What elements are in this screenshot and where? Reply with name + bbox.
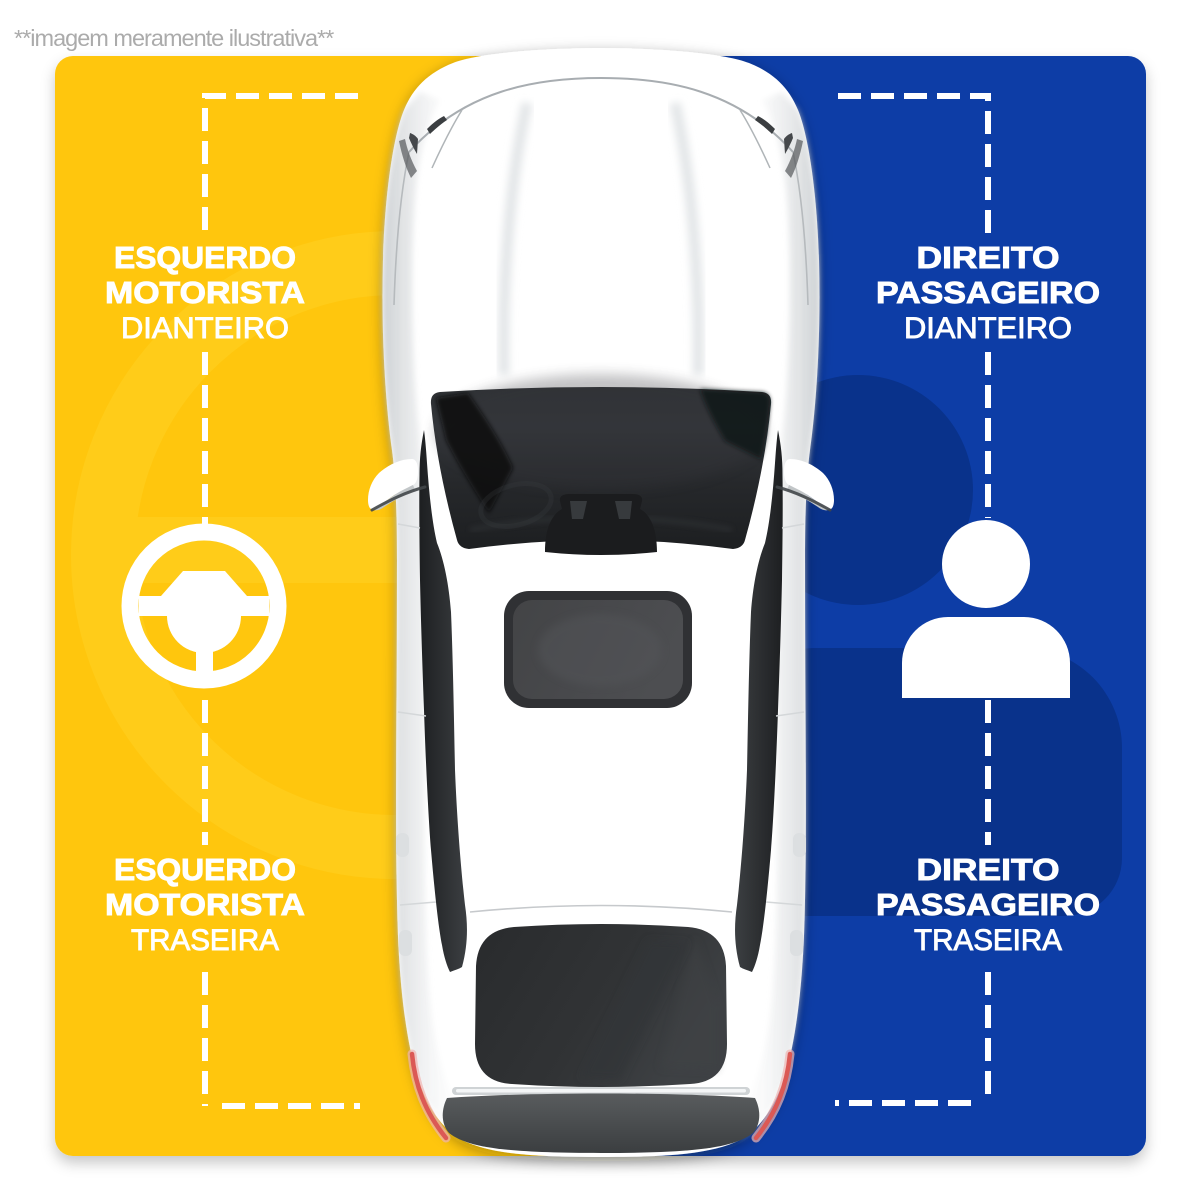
- svg-text:TRASEIRA: TRASEIRA: [131, 924, 279, 957]
- svg-text:PASSAGEIRO: PASSAGEIRO: [876, 275, 1100, 310]
- svg-text:DIREITO: DIREITO: [917, 852, 1060, 887]
- svg-text:**imagem meramente ilustrativa: **imagem meramente ilustrativa**: [14, 25, 334, 51]
- svg-text:DIREITO: DIREITO: [917, 240, 1060, 275]
- svg-text:ESQUERDO: ESQUERDO: [114, 852, 296, 887]
- svg-text:DIANTEIRO: DIANTEIRO: [904, 312, 1072, 345]
- svg-text:MOTORISTA: MOTORISTA: [105, 887, 305, 922]
- svg-text:DIANTEIRO: DIANTEIRO: [121, 312, 289, 345]
- svg-text:ESQUERDO: ESQUERDO: [114, 240, 296, 275]
- svg-text:MOTORISTA: MOTORISTA: [105, 275, 305, 310]
- svg-text:TRASEIRA: TRASEIRA: [914, 924, 1062, 957]
- svg-text:PASSAGEIRO: PASSAGEIRO: [876, 887, 1100, 922]
